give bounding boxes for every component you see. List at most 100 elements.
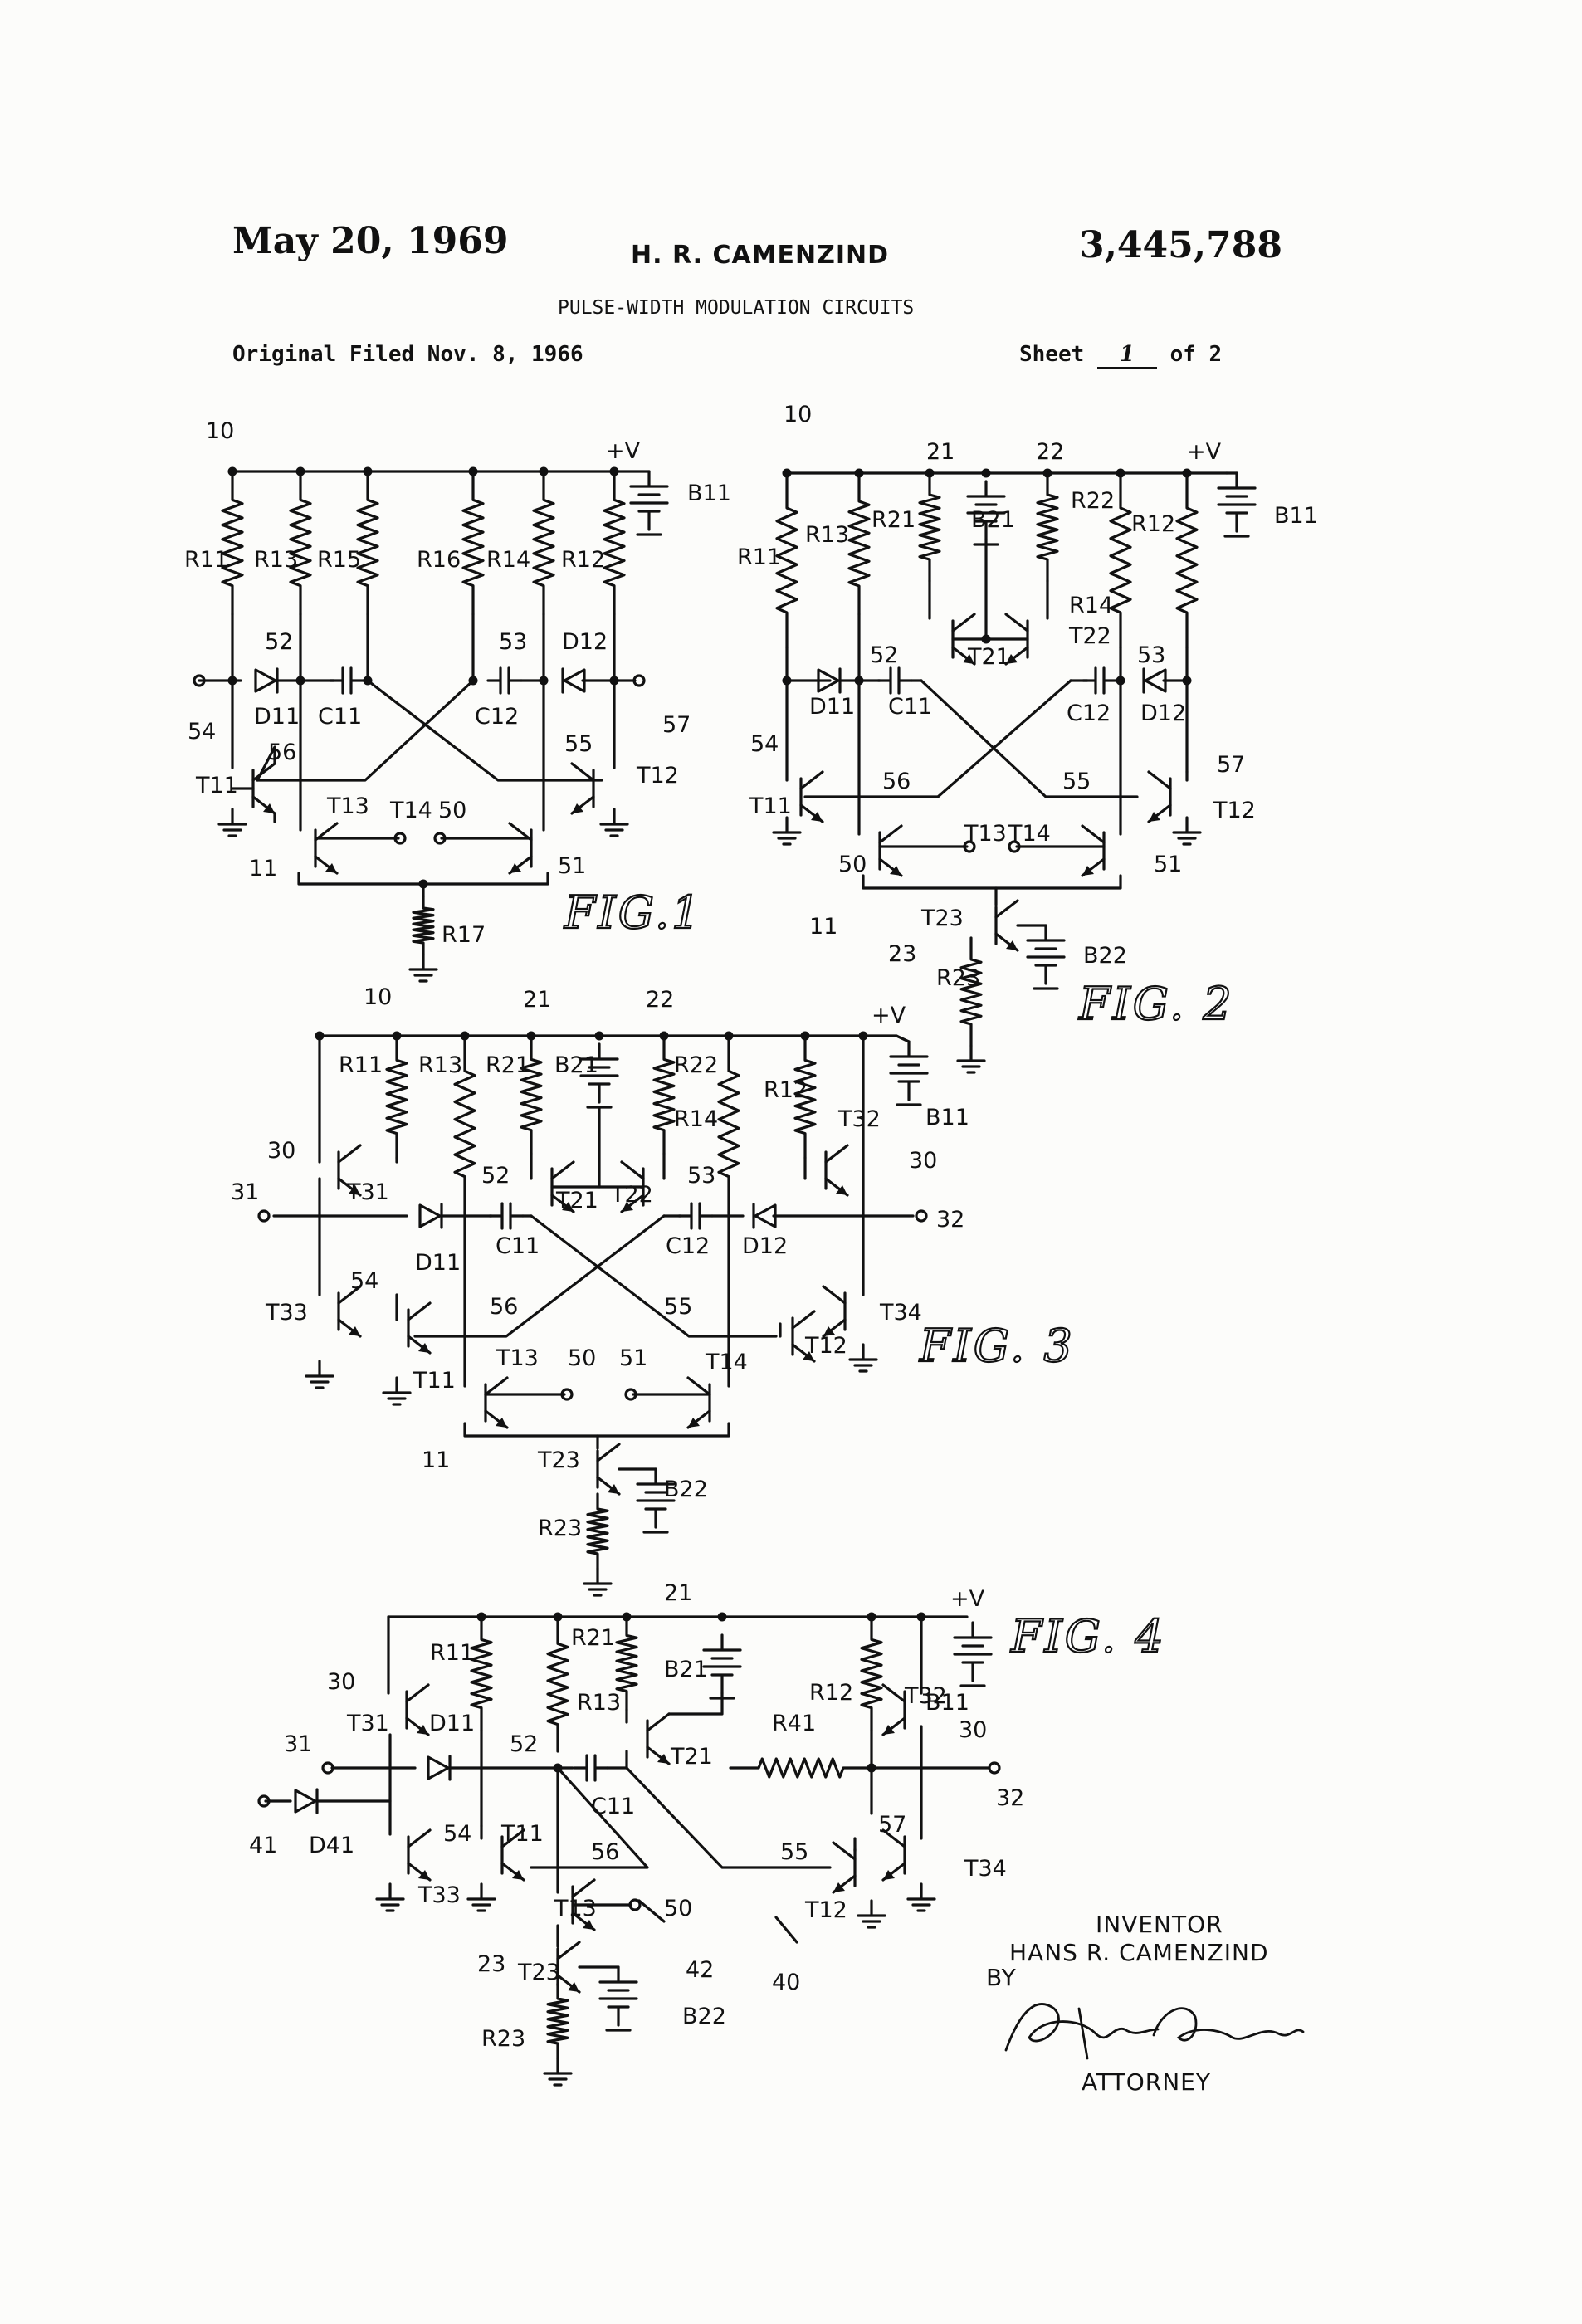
fig2-label: R14 xyxy=(1069,593,1113,618)
transistor-arrow xyxy=(688,1418,700,1428)
fig2-label: 10 xyxy=(784,402,812,427)
wire xyxy=(571,1878,596,1898)
fig3-label: 32 xyxy=(936,1207,964,1233)
fig3-label: 52 xyxy=(481,1163,510,1189)
wire xyxy=(906,1882,936,1912)
junction-dot xyxy=(981,468,991,478)
wire xyxy=(677,1202,714,1230)
junction-dot xyxy=(867,1763,876,1773)
transistor-arrow xyxy=(608,1484,619,1494)
wire xyxy=(636,1467,676,1529)
wire xyxy=(1217,471,1257,533)
wire xyxy=(1026,924,1066,985)
fig4-label: B21 xyxy=(664,1657,708,1682)
resistor-symbol xyxy=(847,471,871,616)
resistor-symbol xyxy=(461,470,485,616)
header-inventor: H. R. CAMENZIND xyxy=(631,241,890,270)
attorney-label: ATTORNEY xyxy=(1082,2068,1211,2096)
resistor-symbol xyxy=(546,1615,569,1753)
transistor-arrow xyxy=(1006,940,1018,950)
transistor-arrow xyxy=(657,1754,669,1764)
fig2-label: 50 xyxy=(838,852,867,877)
wire xyxy=(994,899,1019,919)
wire xyxy=(895,1034,911,1043)
wire xyxy=(966,480,1006,541)
fig1-label: 57 xyxy=(662,712,691,738)
wire xyxy=(953,1621,993,1682)
fig3-label: D12 xyxy=(742,1233,788,1259)
fig1-label: 52 xyxy=(265,629,293,655)
wire xyxy=(951,613,976,632)
fig3-label: B11 xyxy=(925,1105,969,1130)
wire xyxy=(407,1301,432,1321)
transistor-arrow xyxy=(417,1725,428,1735)
resistor-symbol xyxy=(652,1034,676,1155)
wire xyxy=(329,666,365,695)
fig3-label: 55 xyxy=(664,1294,692,1320)
fig1-label: +V xyxy=(606,438,641,464)
resistor-symbol xyxy=(793,1034,817,1160)
wire xyxy=(337,1285,362,1305)
wire xyxy=(1172,816,1202,846)
by-label: BY xyxy=(986,1964,1017,1991)
wire xyxy=(488,1202,525,1230)
fig1-label: B11 xyxy=(687,481,731,506)
junction-dot xyxy=(981,634,991,644)
fig2-label: T21 xyxy=(967,644,1010,670)
wire xyxy=(857,1899,886,1929)
transistor-arrow xyxy=(833,1882,845,1892)
wire xyxy=(889,1040,929,1101)
fig2-label: B11 xyxy=(1274,503,1318,529)
wire xyxy=(667,1692,724,1716)
fig3-label: R21 xyxy=(486,1052,530,1078)
resistor-symbol xyxy=(729,1757,873,1779)
transistor-arrow xyxy=(512,1870,524,1880)
fig1-label: R13 xyxy=(254,547,298,573)
wire xyxy=(785,646,832,682)
wire xyxy=(702,1633,742,1695)
fig1-label: D12 xyxy=(562,629,608,655)
resistor-symbol xyxy=(603,470,626,616)
wire xyxy=(772,816,802,846)
fig4-label: C11 xyxy=(591,1794,635,1819)
fig3-label: T34 xyxy=(879,1300,922,1326)
terminal xyxy=(321,1761,334,1775)
terminal xyxy=(628,1898,642,1911)
wire xyxy=(1004,613,1029,632)
resistor-symbol xyxy=(918,471,941,583)
resistor-symbol xyxy=(412,895,435,956)
fig3-label: T33 xyxy=(265,1300,308,1326)
fig1-label: R17 xyxy=(442,922,486,948)
fig4-label: 55 xyxy=(780,1839,808,1865)
fig3-label: R22 xyxy=(674,1052,718,1078)
resistor-symbol xyxy=(453,1034,476,1213)
resistor-symbol xyxy=(356,470,379,616)
wire xyxy=(862,874,1122,890)
fig3-caption: FIG. 3 xyxy=(919,1320,1075,1372)
fig4-label: T33 xyxy=(417,1882,461,1908)
wire xyxy=(620,1160,645,1180)
fig1-label: C11 xyxy=(318,704,362,730)
fig1-label: 53 xyxy=(499,629,527,655)
transistor-arrow xyxy=(583,1920,594,1930)
fig3-label: T32 xyxy=(837,1106,881,1132)
fig1-label: 11 xyxy=(249,856,277,881)
wire xyxy=(305,1360,334,1389)
wire xyxy=(822,1285,847,1305)
fig3-label: 30 xyxy=(909,1148,937,1174)
wire xyxy=(803,679,1072,798)
fig4-caption: FIG. 4 xyxy=(1010,1610,1166,1662)
transistor-arrow xyxy=(1149,812,1160,822)
fig2-label: 23 xyxy=(888,941,916,967)
fig3-label: 56 xyxy=(490,1294,518,1320)
fig1-label: T12 xyxy=(636,763,679,788)
transistor-arrow xyxy=(510,863,521,873)
fig1-label: 50 xyxy=(438,798,466,823)
wire xyxy=(570,762,595,782)
patent-title: PULSE-WIDTH MODULATION CIRCUITS xyxy=(558,297,915,319)
wire xyxy=(407,1828,432,1848)
terminal xyxy=(560,1388,574,1401)
fig4-label: D11 xyxy=(429,1711,475,1736)
fig2-label: T11 xyxy=(749,793,792,819)
fig2-label: R13 xyxy=(805,522,849,548)
